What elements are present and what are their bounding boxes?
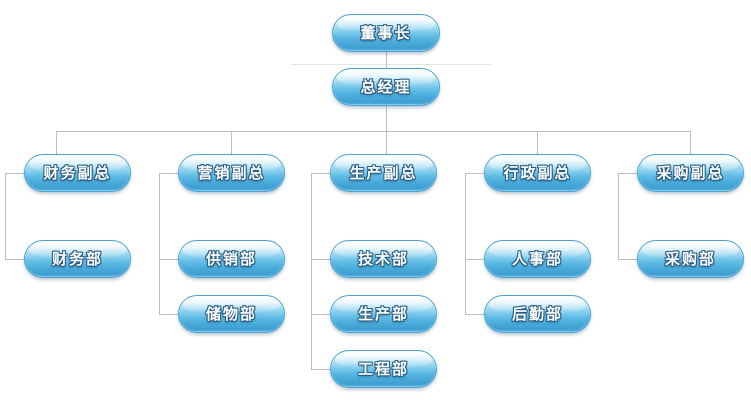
- node-dept-human-resources[interactable]: 人事部: [484, 240, 591, 278]
- node-general-manager[interactable]: 总经理: [332, 68, 440, 106]
- node-dept-warehouse-label: 储物部: [205, 304, 257, 323]
- connector-production-to-dept-2: [311, 314, 330, 315]
- node-dept-supply-sales[interactable]: 供销部: [178, 240, 285, 278]
- node-dept-purchasing-label: 采购部: [664, 249, 716, 268]
- connector-drop-vp-5: [690, 131, 691, 154]
- node-vp-production[interactable]: 生产副总: [330, 154, 437, 192]
- node-dept-technology[interactable]: 技术部: [330, 240, 437, 278]
- connector-drop-vp-4: [537, 131, 538, 154]
- connector-drop-vp-2: [231, 131, 232, 154]
- node-vp-administration-label: 行政副总: [503, 163, 572, 182]
- node-dept-production-label: 生产部: [357, 304, 409, 323]
- connector-marketing-to-dept-2: [159, 314, 178, 315]
- node-dept-warehouse[interactable]: 储物部: [178, 295, 285, 333]
- connector-administration-to-dept-1: [465, 259, 484, 260]
- node-dept-logistics[interactable]: 后勤部: [484, 295, 591, 333]
- connector-production-spine: [311, 173, 312, 369]
- node-vp-purchasing[interactable]: 采购副总: [637, 154, 744, 192]
- node-dept-engineering[interactable]: 工程部: [330, 350, 437, 388]
- node-dept-engineering-label: 工程部: [357, 359, 409, 378]
- node-vp-finance-label: 财务副总: [43, 163, 112, 182]
- connector-administration-stub-top: [465, 173, 484, 174]
- connector-drop-vp-1: [56, 131, 57, 154]
- node-dept-supply-sales-label: 供销部: [205, 249, 257, 268]
- connector-production-to-dept-3: [311, 369, 330, 370]
- node-vp-marketing-label: 营销副总: [197, 163, 266, 182]
- node-vp-purchasing-label: 采购副总: [656, 163, 725, 182]
- node-vp-administration[interactable]: 行政副总: [484, 154, 591, 192]
- node-vp-marketing[interactable]: 营销副总: [178, 154, 285, 192]
- connector-purchasing-spine: [618, 173, 619, 259]
- connector-finance-stub-top: [5, 173, 24, 174]
- connector-chairman-to-gm: [386, 52, 387, 68]
- connector-distributor-bar: [56, 131, 691, 132]
- connector-purchasing-stub-top: [618, 173, 637, 174]
- node-chairman[interactable]: 董事长: [332, 14, 440, 52]
- node-dept-finance[interactable]: 财务部: [24, 240, 131, 278]
- connector-finance-to-dept-1: [5, 259, 24, 260]
- node-dept-finance-label: 财务部: [51, 249, 103, 268]
- node-dept-logistics-label: 后勤部: [511, 304, 563, 323]
- node-dept-technology-label: 技术部: [357, 249, 409, 268]
- node-dept-production[interactable]: 生产部: [330, 295, 437, 333]
- node-vp-production-label: 生产副总: [349, 163, 418, 182]
- node-general-manager-label: 总经理: [360, 77, 412, 96]
- connector-drop-vp-3: [386, 131, 387, 154]
- connector-production-stub-top: [311, 173, 330, 174]
- node-chairman-label: 董事长: [360, 23, 412, 42]
- connector-production-to-dept-1: [311, 259, 330, 260]
- connector-administration-spine: [465, 173, 466, 314]
- node-dept-purchasing[interactable]: 采购部: [637, 240, 744, 278]
- connector-purchasing-to-dept-1: [618, 259, 637, 260]
- connector-marketing-stub-top: [159, 173, 178, 174]
- connector-marketing-to-dept-1: [159, 259, 178, 260]
- node-dept-human-resources-label: 人事部: [511, 249, 563, 268]
- connector-administration-to-dept-2: [465, 314, 484, 315]
- connector-marketing-spine: [159, 173, 160, 314]
- node-vp-finance[interactable]: 财务副总: [24, 154, 131, 192]
- connector-finance-spine: [5, 173, 6, 259]
- connector-gm-down: [386, 105, 387, 131]
- faint-divider-line: [291, 64, 491, 65]
